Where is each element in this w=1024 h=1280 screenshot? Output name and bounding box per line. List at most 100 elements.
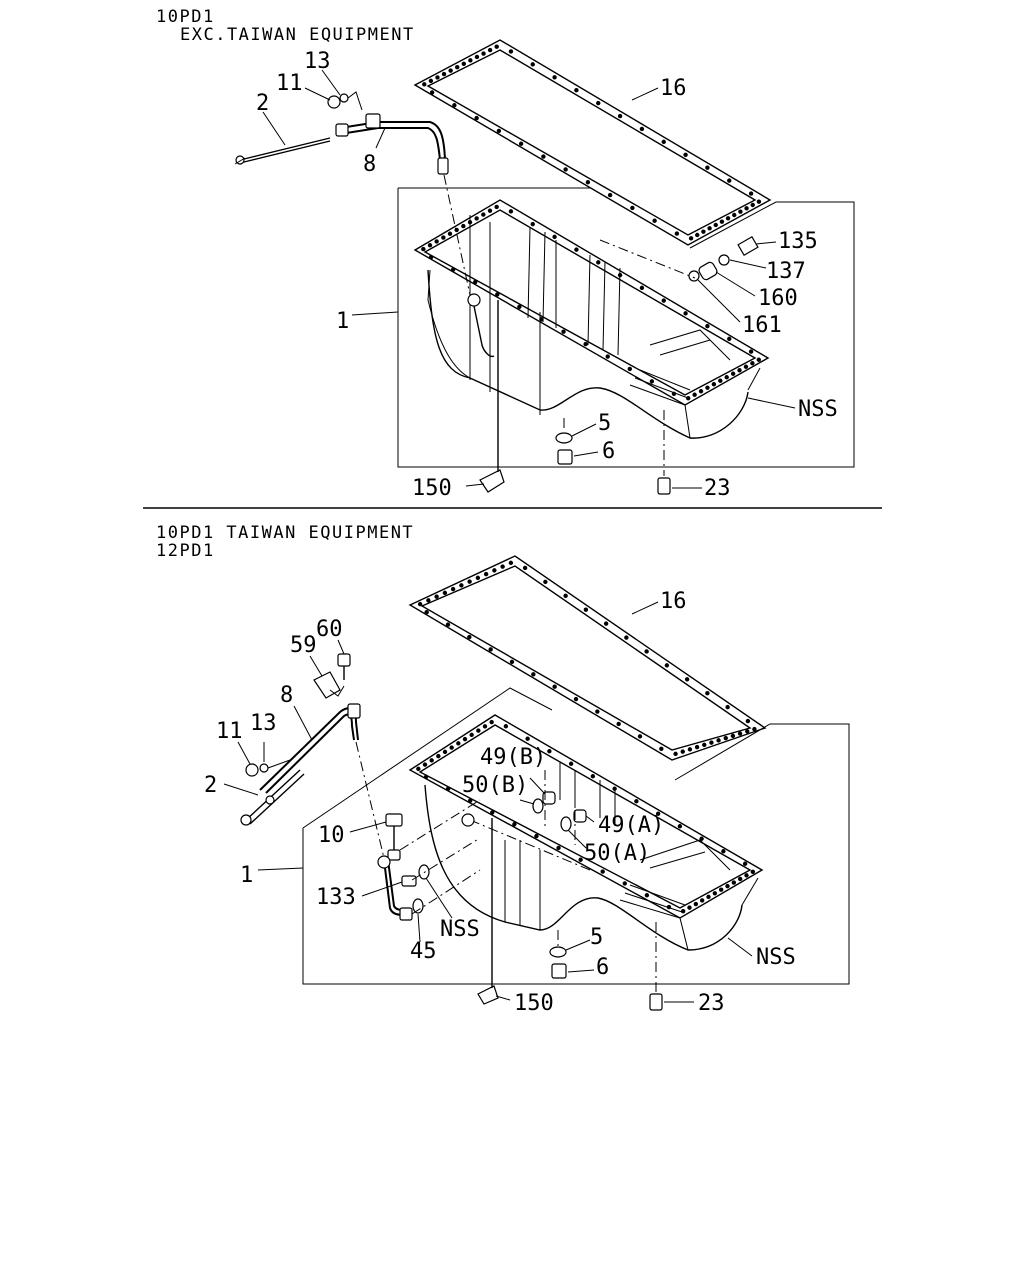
bolt-hole <box>596 100 601 106</box>
bolt-hole <box>474 54 480 60</box>
bolt-hole <box>489 719 494 725</box>
bolt-hole <box>487 47 493 53</box>
bolt-hole <box>639 285 645 291</box>
bolt-hole <box>596 260 601 265</box>
bottom-label-2: 2 <box>204 773 217 798</box>
bolt-icon <box>337 653 351 667</box>
bolt-hole <box>496 128 502 134</box>
bolt-hole <box>695 232 700 238</box>
bolt-hole <box>683 152 688 157</box>
top-label-5: 5 <box>598 411 611 436</box>
bottom-label-45: 45 <box>410 939 437 964</box>
bolt-hole <box>547 749 552 754</box>
bolt-hole <box>600 869 605 874</box>
bottom-label-23: 23 <box>698 991 725 1016</box>
bolt-hole <box>574 88 579 93</box>
bolt-hole <box>469 732 474 738</box>
bolt-hole <box>422 762 428 767</box>
washer-icon <box>549 946 567 958</box>
bolt-hole <box>475 575 481 581</box>
bolt-hole <box>508 209 514 214</box>
bolt-hole <box>448 68 453 73</box>
bolt-hole <box>742 861 748 866</box>
bolt-hole <box>563 167 568 172</box>
bolt-hole <box>429 90 435 95</box>
bolt-hole <box>481 51 486 56</box>
bolt-hole <box>543 579 548 585</box>
bolt-hole <box>488 647 493 652</box>
bolt-hole <box>718 887 724 892</box>
bolt-hole <box>612 786 617 791</box>
bolt-hole <box>416 766 421 772</box>
bolt-hole <box>434 239 439 244</box>
bolt-hole <box>461 61 466 66</box>
bolt-hole <box>686 396 691 401</box>
bolt-hole <box>664 663 670 668</box>
bracket-icon <box>479 469 505 493</box>
bottom-label-50a: 50(A) <box>584 841 650 866</box>
bottom-label-49a: 49(A) <box>598 813 664 838</box>
bottom-header-line1: 10PD1 TAIWAN EQUIPMENT <box>156 523 414 543</box>
bolt-hole <box>552 75 557 80</box>
bolt-hole <box>725 216 731 221</box>
bottom-label-49b: 49(B) <box>480 745 546 770</box>
bolt-hole <box>483 571 489 577</box>
bottom-frame <box>302 723 850 985</box>
bolt-hole <box>745 729 750 734</box>
top-header-line1: 10PD1 <box>156 7 215 27</box>
bolt-hole <box>655 811 661 816</box>
bolt-hole <box>468 798 473 803</box>
bolt-hole <box>644 893 650 898</box>
top-header-line2: EXC.TAIWAN EQUIPMENT <box>180 25 415 45</box>
section-top: 10PD1 EXC.TAIWAN EQUIPMENT <box>156 7 855 501</box>
bolt-hole <box>725 883 730 889</box>
bolt-hole <box>743 364 749 369</box>
bolt-hole <box>637 734 643 739</box>
bolt-hole <box>583 341 588 347</box>
bottom-label-133: 133 <box>316 885 356 910</box>
bolt-hole <box>441 235 446 240</box>
bolt-hole <box>427 243 433 248</box>
bolt-hole <box>467 634 472 640</box>
bolt-hole <box>583 607 589 612</box>
bolt-hole <box>706 894 711 900</box>
bottom-label-11: 11 <box>216 719 243 744</box>
bottom-label-59: 59 <box>290 633 317 658</box>
washer-icon <box>327 95 341 109</box>
bolt-hole <box>677 824 683 829</box>
bolt-hole <box>468 58 473 63</box>
bolt-hole <box>723 735 728 741</box>
gasket-icon <box>408 555 767 761</box>
bolt-hole <box>561 329 566 334</box>
bolt-hole <box>649 379 655 384</box>
bottom-label-8: 8 <box>280 683 293 708</box>
bolt-hole <box>659 746 664 751</box>
top-label-2: 2 <box>256 91 269 116</box>
bolt-hole <box>711 382 717 387</box>
bolt-hole <box>698 389 704 394</box>
bolt-hole <box>671 391 677 396</box>
bolt-hole <box>573 696 579 702</box>
guide-tube-icon <box>335 113 471 296</box>
bottom-label-6: 6 <box>596 955 609 980</box>
bolt-hole <box>552 684 557 689</box>
bolt-hole <box>684 677 690 682</box>
bolt-hole <box>705 385 710 390</box>
bolt-hole <box>737 368 742 373</box>
bolt-hole <box>737 731 743 736</box>
oil-pan-icon <box>413 199 770 439</box>
bolt-hole <box>445 786 451 791</box>
bolt-hole <box>694 744 700 750</box>
bolt-hole <box>563 593 568 598</box>
bolt-hole <box>730 733 736 739</box>
bolt-hole <box>442 749 448 755</box>
bolt-hole <box>452 103 457 108</box>
bottom-label-150: 150 <box>514 991 554 1016</box>
bolt-hole <box>494 204 499 210</box>
bottom-label-50b: 50(B) <box>462 773 528 798</box>
bolt-hole <box>624 635 629 640</box>
bolt-hole <box>721 849 726 854</box>
bolt-hole <box>534 833 539 839</box>
bolt-hole <box>539 317 544 322</box>
